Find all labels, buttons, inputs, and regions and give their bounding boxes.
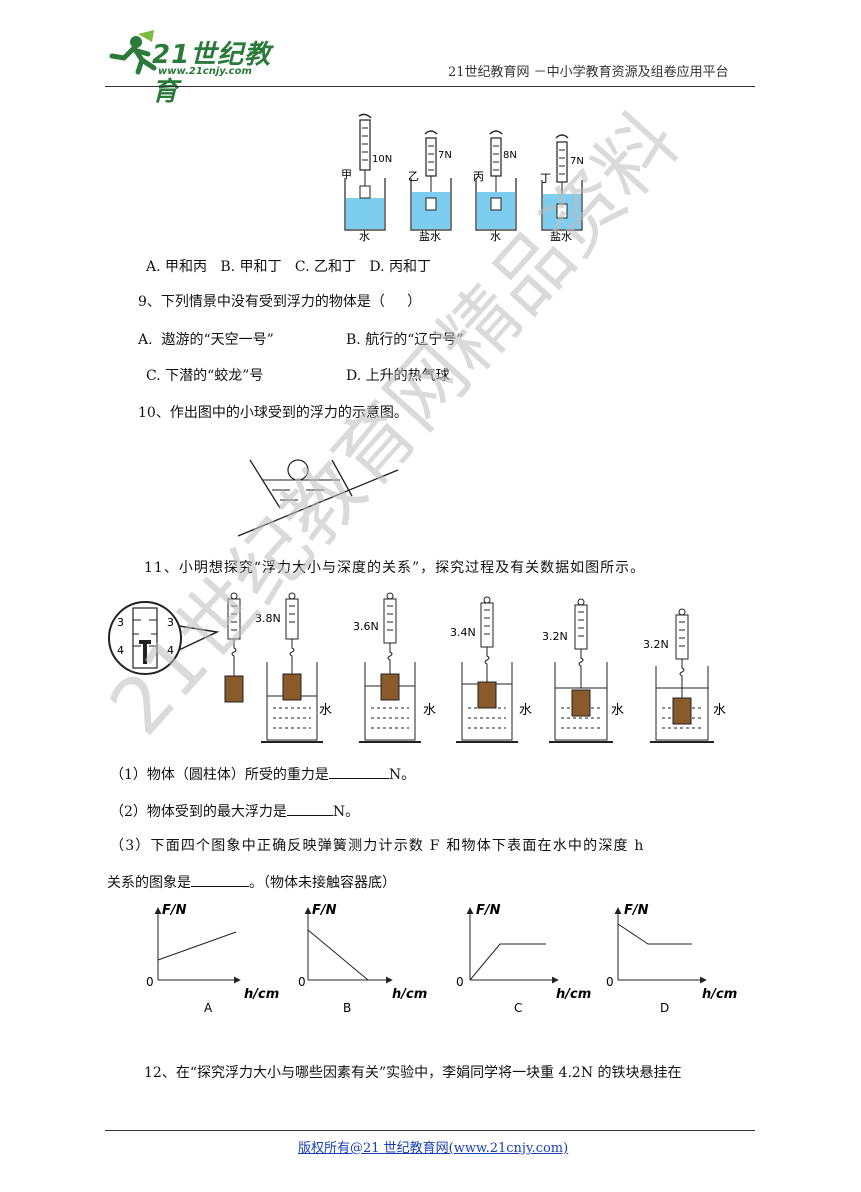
q9-option-d: D. 上升的热气球: [346, 368, 450, 384]
graph-b-curve: [307, 929, 369, 981]
q11-graphs: F/N F/N F/N F/N 0 0 0 0 h/cm h/cm h/cm h…: [146, 903, 737, 1015]
q8-liquid-3: 水: [490, 230, 501, 242]
graph-c: [466, 907, 559, 984]
q8-beaker-3: [475, 130, 517, 231]
q11-part1-post: N。: [388, 767, 416, 783]
q11-water-2: 水: [423, 703, 436, 718]
q11-reading-4: 3.2N: [542, 630, 568, 643]
q9-option-c: C. 下潜的“蛟龙”号: [146, 368, 264, 384]
q11-reading-2: 3.6N: [353, 620, 379, 633]
q8-liquid-2: 盐水: [419, 230, 441, 242]
q11-figure: 3 3 4 4: [108, 592, 726, 743]
q8-options: A. 甲和丙 B. 甲和丁 C. 乙和丁 D. 丙和丁: [146, 259, 431, 275]
q11-beaker-2: [359, 592, 421, 743]
graph-a-xlabel: h/cm: [244, 987, 279, 1002]
graph-c-curve: [469, 943, 546, 981]
site-title: 21世纪教育网 －中小学教育资源及组卷应用平台: [448, 65, 729, 80]
q11-reading-1: 3.8N: [255, 612, 281, 625]
graph-c-ylabel: F/N: [476, 903, 501, 918]
footer-copyright-link[interactable]: 版权所有@21 世纪教育网(www.21cnjy.com): [298, 1141, 569, 1156]
q11-reading-5: 3.2N: [643, 638, 669, 651]
q11-part2-post: N。: [332, 804, 360, 820]
q8-reading-2: 7N: [438, 150, 452, 161]
q11-beaker-1: [261, 592, 323, 743]
q8-reading-1: 10N: [372, 154, 392, 165]
logo-main-text: 21世纪教育: [152, 40, 272, 107]
graph-b-xlabel: h/cm: [392, 987, 427, 1002]
graph-a: [154, 907, 241, 984]
q8-beaker-4: [541, 134, 583, 231]
q8-reading-3: 8N: [503, 150, 517, 161]
q8-beaker-1: [344, 113, 386, 231]
q8-liquid-1: 水: [359, 230, 370, 242]
site-logo[interactable]: 21世纪教育 www.21cnjy.com: [108, 28, 288, 107]
q8-label-3: 丙: [473, 170, 484, 183]
q11-zoom-tick-3: 4: [117, 644, 124, 657]
q11-water-5: 水: [713, 703, 726, 718]
q11-water-3: 水: [519, 703, 532, 718]
q11-beaker-4: [549, 598, 613, 743]
header-divider: [105, 86, 755, 87]
q11-zoom-lens: [108, 601, 220, 675]
q8-label-4: 丁: [540, 172, 551, 185]
graph-d-origin: 0: [606, 975, 614, 989]
logo-url-text: www.21cnjy.com: [158, 66, 252, 77]
q11-part1-pre: （1）物体（圆柱体）所受的重力是: [110, 767, 329, 783]
graph-d-ylabel: F/N: [624, 903, 649, 918]
graph-d-xlabel: h/cm: [702, 987, 737, 1002]
q11-part3-line2: 关系的图象是 。（物体未接触容器底）: [107, 872, 396, 892]
graph-b-ylabel: F/N: [312, 903, 337, 918]
graph-b: [304, 907, 393, 984]
q8-figure: 甲 乙 丙 丁 10N 7N 8N 7N 水 盐水 水 盐水: [341, 113, 584, 242]
q11-part2-pre: （2）物体受到的最大浮力是: [110, 804, 287, 820]
q11-water-1: 水: [319, 703, 332, 718]
graph-d-name: D: [660, 1001, 669, 1015]
graph-a-curve: [157, 931, 237, 961]
graph-c-origin: 0: [456, 975, 464, 989]
graph-a-ylabel: F/N: [162, 903, 187, 918]
q11-beaker-3: [456, 596, 518, 743]
q11-part1: （1）物体（圆柱体）所受的重力是 N。: [110, 764, 415, 784]
graph-b-name: B: [343, 1001, 351, 1015]
q11-water-4: 水: [611, 703, 624, 718]
q11-scale-0: [224, 592, 244, 703]
footer-divider: [105, 1130, 755, 1131]
q11-reading-3: 3.4N: [450, 626, 476, 639]
graph-a-origin: 0: [146, 975, 154, 989]
q11-zoom-tick-1: 3: [117, 616, 124, 629]
q10-figure: [237, 459, 399, 537]
graph-a-name: A: [204, 1001, 213, 1015]
q8-liquid-4: 盐水: [550, 230, 572, 242]
q9-option-a: A. 遨游的“天空一号”: [138, 332, 274, 348]
q11-part2-blank[interactable]: [286, 801, 333, 816]
q11-zoom-tick-2: 3: [167, 616, 174, 629]
q11-part3-post: 。（物体未接触容器底）: [249, 875, 396, 891]
q8-label-1: 甲: [341, 168, 352, 181]
q8-reading-4: 7N: [570, 156, 584, 167]
q11-beaker-5: [650, 608, 714, 743]
q11-part1-blank[interactable]: [328, 764, 389, 779]
graph-d-curve: [617, 923, 692, 945]
q11-zoom-tick-4: 4: [167, 644, 174, 657]
q11-stem: 11、小明想探究“浮力大小与深度的关系”，探究过程及有关数据如图所示。: [144, 560, 646, 576]
graph-c-xlabel: h/cm: [556, 987, 591, 1002]
q8-beaker-2: [410, 130, 452, 231]
q8-label-2: 乙: [408, 170, 419, 183]
q11-part3-blank[interactable]: [191, 872, 249, 887]
q9-stem: 9、下列情景中没有受到浮力的物体是（ ）: [138, 294, 422, 310]
q12-stem: 12、在“探究浮力大小与哪些因素有关”实验中，李娟同学将一块重 4.2N 的铁块…: [144, 1065, 682, 1081]
q10-stem: 10、作出图中的小球受到的浮力的示意图。: [138, 405, 408, 421]
q11-part3-line1: （3）下面四个图象中正确反映弹簧测力计示数 F 和物体下表面在水中的深度 h: [110, 838, 645, 854]
q11-part3-pre: 关系的图象是: [107, 875, 191, 891]
graph-d: [614, 907, 707, 984]
runner-logo-icon: [109, 30, 157, 75]
graph-b-origin: 0: [298, 975, 306, 989]
q11-part2: （2）物体受到的最大浮力是 N。: [110, 801, 359, 821]
graph-c-name: C: [514, 1001, 522, 1015]
q9-option-b: B. 航行的“辽宁号”: [346, 332, 464, 348]
